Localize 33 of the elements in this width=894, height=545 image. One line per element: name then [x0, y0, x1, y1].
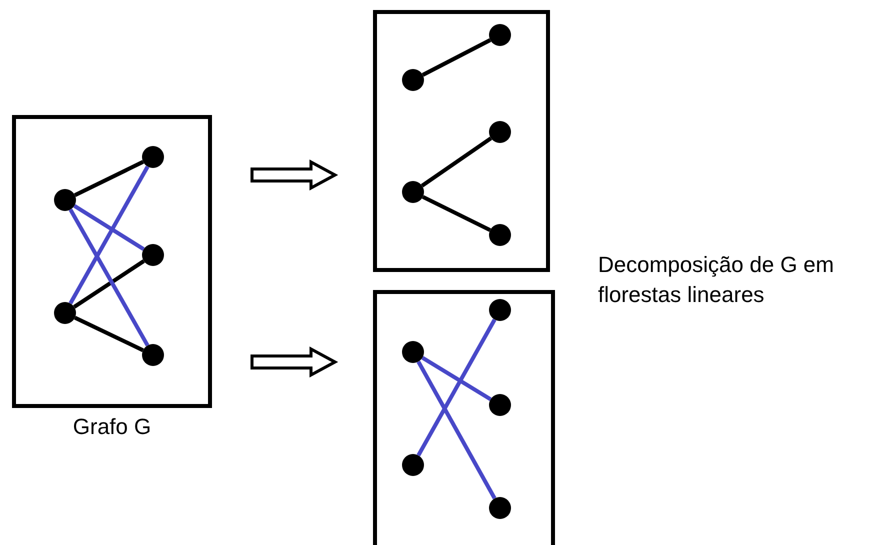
edge-line	[416, 360, 496, 500]
vertex-dot	[142, 244, 164, 266]
graph-frame	[373, 10, 550, 272]
edge-line	[73, 204, 145, 251]
block-arrow	[250, 159, 338, 191]
vertex-dot	[489, 394, 511, 416]
vertex-dot	[489, 497, 511, 519]
edge-line	[68, 166, 150, 304]
vertex-dot	[142, 344, 164, 366]
vertex-dot	[489, 121, 511, 143]
vertex-dot	[402, 69, 424, 91]
vertex-dot	[402, 341, 424, 363]
vertex-dot	[489, 24, 511, 46]
vertex-dot	[402, 454, 424, 476]
edge-line	[422, 195, 492, 232]
edge-line	[74, 160, 144, 197]
edge-line	[74, 316, 144, 352]
vertex-dot	[402, 181, 424, 203]
edge-line	[68, 208, 150, 346]
edge-line	[421, 356, 492, 401]
vertex-dot	[489, 299, 511, 321]
block-arrow	[250, 346, 338, 378]
edge-line	[416, 318, 496, 456]
vertex-dot	[54, 189, 76, 211]
vertex-dot	[54, 302, 76, 324]
frame-title: Grafo G	[72, 414, 152, 440]
edge-line	[73, 259, 145, 309]
edge-line	[422, 38, 492, 77]
edge-line	[420, 136, 492, 188]
graph-frame	[373, 290, 555, 545]
caption-text: Decomposição de G em florestas lineares	[598, 251, 835, 309]
vertex-dot	[142, 146, 164, 168]
vertex-dot	[489, 224, 511, 246]
